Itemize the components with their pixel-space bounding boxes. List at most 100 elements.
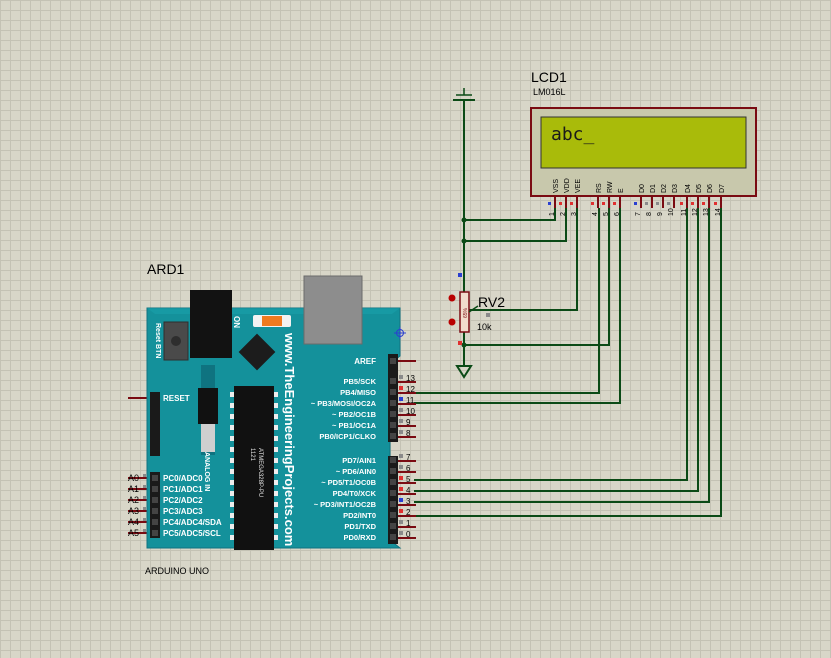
digital-pin-socket[interactable]: [390, 422, 396, 428]
digital-pin-number: 3: [406, 497, 411, 506]
lcd-pin-state: [680, 202, 683, 205]
lcd-pin-state: [602, 202, 605, 205]
pot-increase-button[interactable]: [448, 294, 456, 302]
lcd-pin-name: VDD: [564, 178, 571, 193]
digital-pin-number: 8: [406, 429, 411, 438]
lcd-pin-name: D2: [661, 184, 668, 193]
digital-pin-socket[interactable]: [390, 468, 396, 474]
arduino-model-label: ARDUINO UNO: [145, 566, 209, 576]
lcd-pin-name: D4: [685, 184, 692, 193]
lcd-pin-name: RS: [596, 183, 603, 193]
lcd-pin-name: RW: [607, 181, 614, 193]
reset-label: RESET: [163, 394, 190, 403]
digital-pin-number: 10: [406, 407, 415, 416]
lcd-model-label: LM016L: [533, 87, 566, 97]
atmega-chip: [234, 386, 274, 550]
analog-pin-socket[interactable]: [152, 475, 158, 481]
lcd-pin-number: 2: [560, 212, 567, 216]
analog-net-label: A0: [128, 473, 139, 483]
digital-pin-socket[interactable]: [390, 523, 396, 529]
analog-pin-socket[interactable]: [152, 519, 158, 525]
lcd-pin-state: [559, 202, 562, 205]
lcd-pin-state: [691, 202, 694, 205]
digital-pin-label: PB0/ICP1/CLKO: [319, 432, 376, 441]
digital-pin-socket[interactable]: [390, 501, 396, 507]
digital-pin-socket[interactable]: [390, 490, 396, 496]
digital-pin-socket[interactable]: [390, 389, 396, 395]
analog-in-label: ANALOG IN: [203, 452, 210, 491]
analog-pin-socket[interactable]: [152, 508, 158, 514]
lcd-pin-name: D1: [650, 184, 657, 193]
lcd-pin-state: [570, 202, 573, 205]
digital-pin-number: 1: [406, 519, 411, 528]
lcd-pin-number: 14: [715, 208, 722, 216]
lcd-pin-group: VSS1VDD2VEE3RS4RW5E6D07D18D29D310D411D51…: [548, 178, 726, 216]
digital-pin-label: PB4/MISO: [340, 388, 376, 397]
pot-decrease-button[interactable]: [448, 318, 456, 326]
vdd-wire: [464, 208, 567, 242]
digital-pin-label: PD4/T0/XCK: [333, 489, 377, 498]
digital-pin-label: PD7/AIN1: [342, 456, 376, 465]
digital-pin-number: 7: [406, 453, 411, 462]
chip-pins: [230, 392, 278, 540]
digital-pin-socket[interactable]: [390, 378, 396, 384]
lcd-pin-number: 8: [646, 212, 653, 216]
digital-pin-socket[interactable]: [390, 534, 396, 540]
d7-wire: [414, 208, 722, 517]
arduino-ref-label: ARD1: [147, 261, 185, 277]
d4-wire: [414, 208, 688, 481]
analog-net-label: A3: [128, 506, 139, 516]
rw-wire: [464, 208, 610, 346]
lcd-pin-name: D6: [707, 184, 714, 193]
digital-pin-socket[interactable]: [390, 457, 396, 463]
analog-net-label: A2: [128, 495, 139, 505]
reset-header: [150, 392, 160, 456]
digital-pin-label: PD1/TXD: [344, 522, 376, 531]
digital-pin-socket[interactable]: [390, 479, 396, 485]
website-label: www.TheEngineeringProjects.com: [282, 332, 297, 546]
ground-icon[interactable]: [455, 345, 473, 379]
digital-pin-number: 13: [406, 374, 415, 383]
lcd-pin-name: D0: [639, 184, 646, 193]
analog-pin-label: PC4/ADC4/SDA: [163, 518, 222, 527]
lcd-pin-number: 1: [549, 212, 556, 216]
digital-pin-number: 9: [406, 418, 411, 427]
digital-pin-socket[interactable]: [390, 512, 396, 518]
power-terminal-icon[interactable]: [453, 88, 475, 101]
lcd-pin-name: VEE: [575, 179, 582, 193]
lcd-pin-number: 12: [692, 208, 699, 216]
lcd-component[interactable]: LCD1 LM016L abc_ VSS1VDD2VEE3RS4RW5E6D07…: [530, 69, 757, 216]
potentiometer-body-value: 65%: [463, 307, 469, 318]
analog-net-label: A5: [128, 528, 139, 538]
on-label: ON: [232, 316, 241, 328]
digital-pin-socket[interactable]: [390, 411, 396, 417]
lcd-pin-number: 7: [635, 212, 642, 216]
on-led: [262, 316, 282, 326]
lcd-pin-number: 3: [571, 212, 578, 216]
lcd-pin-number: 9: [657, 212, 664, 216]
analog-header: [150, 472, 160, 538]
aref-socket[interactable]: [390, 358, 396, 364]
digital-pin-socket[interactable]: [390, 433, 396, 439]
analog-pin-socket[interactable]: [152, 486, 158, 492]
chip-code-label: 1121: [249, 448, 255, 462]
potentiometer-component[interactable]: 65% RV2 10k: [448, 273, 506, 345]
lcd-pin-state: [591, 202, 594, 205]
analog-pin-socket[interactable]: [152, 497, 158, 503]
digital-pin-label: ~ PB1/OC1A: [332, 421, 377, 430]
lcd-pin-number: 6: [614, 212, 621, 216]
reset-btn-label: Reset BTN: [154, 323, 161, 358]
potentiometer-value-label: 10k: [477, 322, 492, 332]
digital-header-bottom: [388, 456, 398, 544]
d5-wire: [414, 208, 699, 492]
chip-name-label: ATMEGA328P-PU: [257, 448, 263, 497]
lcd-pin-state: [548, 202, 551, 205]
lcd-display-text: abc_: [551, 124, 595, 145]
rs-wire: [414, 208, 600, 394]
analog-pin-socket[interactable]: [152, 530, 158, 536]
arduino-component[interactable]: ARD1 ARDUINO UNO Reset BTN ON www.: [128, 261, 416, 576]
digital-pin-number: 11: [406, 396, 415, 405]
digital-pin-socket[interactable]: [390, 400, 396, 406]
